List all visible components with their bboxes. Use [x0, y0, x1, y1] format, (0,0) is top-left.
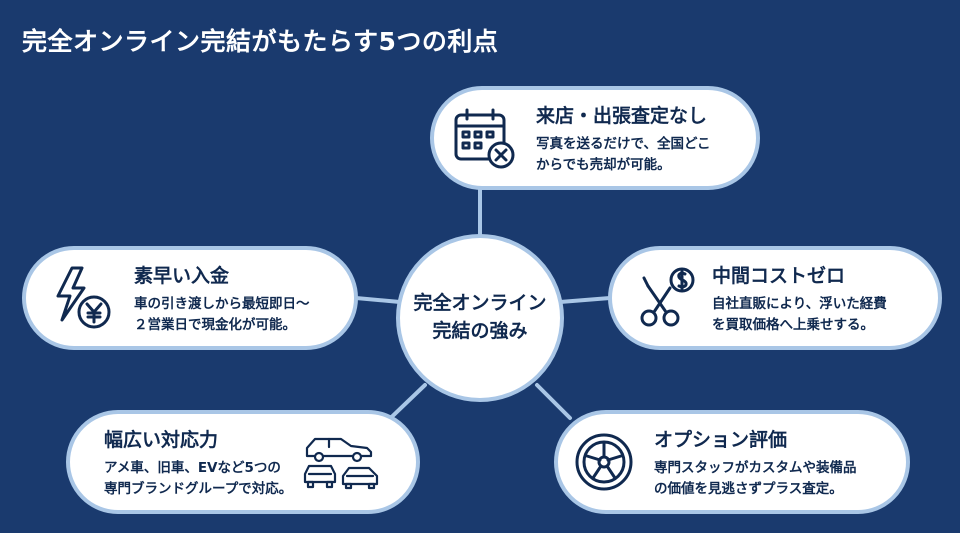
- card-wide-coverage: 幅広い対応力 アメ車、旧車、EVなど5つの 専門ブランドグループで対応。: [66, 410, 420, 514]
- card-desc-line-2: の価値を見逃さずプラス査定。: [654, 480, 843, 497]
- hub-line-2: 完結の強み: [432, 320, 528, 342]
- connector-right: [558, 296, 612, 304]
- card-desc-line-2: を買取価格へ上乗せする。: [712, 316, 874, 333]
- card-desc-line-1: 写真を送るだけで、全国どこ: [536, 135, 711, 152]
- card-desc-line-2: 専門ブランドグループで対応。: [104, 480, 293, 497]
- card-option-evaluation: オプション評価 専門スタッフがカスタムや装備品 の価値を見逃さずプラス査定。: [554, 410, 910, 514]
- card-zero-middle-cost: 中間コストゼロ 自社直販により、浮いた経費 を買取価格へ上乗せする。: [608, 246, 942, 350]
- card-desc-line-2: からでも売却が可能。: [536, 156, 671, 173]
- scissors-dollar-icon: [638, 266, 698, 330]
- card-desc-line-1: 専門スタッフがカスタムや装備品: [654, 459, 857, 476]
- calendar-x-icon: [450, 107, 520, 169]
- card-title: 中間コストゼロ: [712, 264, 846, 287]
- wheel-icon: [572, 431, 636, 493]
- card-desc-line-1: 車の引き渡しから最短即日〜: [134, 295, 310, 312]
- connector-bottom-right: [535, 383, 572, 420]
- lightning-yen-icon: [52, 266, 116, 330]
- card-title: オプション評価: [654, 428, 788, 451]
- card-desc-line-2: ２営業日で現金化が可能。: [134, 316, 296, 333]
- hub-line-1: 完全オンライン: [413, 292, 547, 315]
- card-no-visit: 来店・出張査定なし 写真を送るだけで、全国どこ からでも売却が可能。: [430, 86, 760, 190]
- card-fast-payment: 素早い入金 車の引き渡しから最短即日〜 ２営業日で現金化が可能。: [22, 246, 358, 350]
- cars-icon: [300, 430, 384, 494]
- connector-left: [354, 296, 402, 304]
- card-desc-line-1: アメ車、旧車、EVなど5つの: [104, 459, 281, 476]
- card-title: 幅広い対応力: [104, 428, 219, 451]
- hub-circle: 完全オンライン 完結の強み: [396, 234, 564, 402]
- card-desc-line-1: 自社直販により、浮いた経費: [712, 295, 887, 312]
- card-title: 素早い入金: [134, 264, 230, 287]
- page-title: 完全オンライン完結がもたらす5つの利点: [22, 27, 499, 56]
- card-title: 来店・出張査定なし: [536, 104, 708, 127]
